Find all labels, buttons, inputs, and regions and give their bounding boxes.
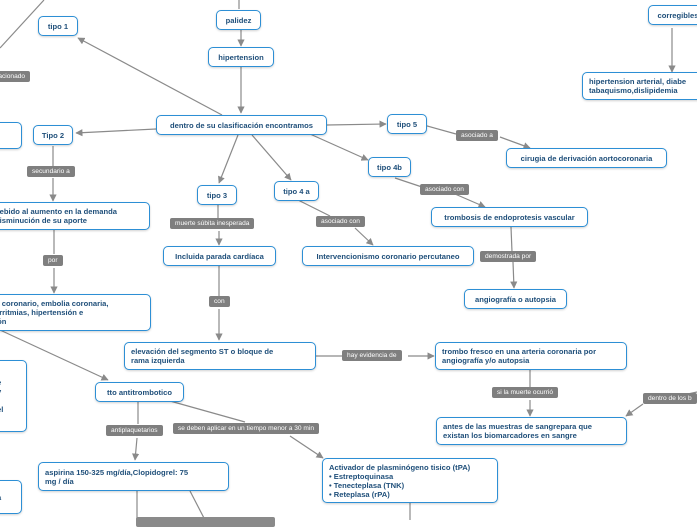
node-left-box-bottom[interactable]: a — [0, 480, 22, 514]
link-muerte-subita: muerte súbita inesperada — [170, 218, 255, 229]
node-tipo-5[interactable]: tipo 5 — [387, 114, 427, 134]
link-asociado-con-4b: asociado con — [420, 184, 469, 195]
link-secundario-a: secundario a — [27, 166, 75, 177]
node-palidez[interactable]: palidez — [216, 10, 261, 30]
connector-antiplaq-aspirina — [132, 437, 140, 461]
node-activador-plasminogeno[interactable]: Activador de plasminógeno tisico (tPA) •… — [322, 458, 498, 503]
connector-top-left — [0, 0, 45, 49]
node-aspirina[interactable]: aspirina 150-325 mg/día,Clopidogrel: 75 … — [38, 462, 229, 491]
link-con: con — [209, 296, 230, 307]
node-trombo-fresco[interactable]: trombo fresco en una arteria coronaria p… — [435, 342, 627, 370]
connector-aspirina-down2 — [189, 490, 206, 520]
connector-asociado-intervencionismo — [354, 227, 374, 246]
connector-left-tto — [0, 329, 109, 381]
node-central-clasificacion[interactable]: dentro de su clasificación encontramos — [156, 115, 327, 135]
node-left-box-top[interactable] — [0, 122, 22, 149]
node-left-box-mid[interactable]: e y el — [0, 360, 27, 432]
connector-central-tipo3 — [218, 134, 239, 184]
link-demostrada-por: demostrada por — [480, 251, 537, 262]
node-tipo-4b[interactable]: tipo 4b — [368, 157, 411, 177]
node-risk-factors[interactable]: hipertension arterial, diabe tabaquismo,… — [582, 72, 697, 100]
node-cirugia-derivacion[interactable]: cirugia de derivación aortocoronaria — [506, 148, 667, 168]
node-elevacion-st[interactable]: elevación del segmento ST o bloque de ra… — [124, 342, 316, 370]
node-bottom-partial[interactable] — [136, 517, 275, 527]
link-por: por — [43, 255, 63, 266]
node-hipertension[interactable]: hipertension — [208, 47, 274, 67]
connector-asociado-trombosis — [454, 193, 486, 208]
link-antiplaquetarios: antiplaquetarios — [106, 425, 163, 436]
link-asociado-a: asociado a — [456, 130, 498, 141]
node-angiografia-autopsia[interactable]: angiografía o autopsia — [464, 289, 567, 309]
node-tipo-2[interactable]: Tipo 2 — [33, 125, 73, 145]
link-si-la-muerte: si la muerte ocurrió — [492, 387, 559, 398]
connector-demostrada-angiografia — [510, 261, 518, 289]
link-relacionado: relacionado — [0, 71, 31, 82]
link-dentro-de-los: dentro de los b — [643, 393, 697, 404]
connector-central-tipo1 — [77, 37, 223, 116]
connector-dentro-muestras — [625, 403, 644, 417]
node-tipo-1[interactable]: tipo 1 — [38, 16, 78, 36]
node-tipo-3[interactable]: tipo 3 — [197, 185, 237, 205]
node-corregibles[interactable]: corregibles — [648, 5, 697, 25]
connector-tipo4a-asociado — [297, 199, 331, 217]
connector-sedeben-activador — [289, 435, 324, 459]
connector-central-tipo4b — [309, 133, 369, 161]
node-tto-antitrombotico[interactable]: tto antitrombotico — [95, 382, 184, 402]
link-se-deben-aplicar: se deben aplicar en un tiempo menor a 30… — [173, 423, 319, 434]
node-trombosis-endoprotesis[interactable]: trombosis de endoprotesis vascular — [431, 207, 588, 227]
node-parada-cardiaca[interactable]: Incluida parada cardíaca — [163, 246, 276, 266]
connector-tto-sedeben — [169, 400, 246, 423]
link-hay-evidencia: hay evidencia de — [342, 350, 402, 361]
node-tipo-4a[interactable]: tipo 4 a — [274, 181, 319, 201]
node-aumento-demanda[interactable]: debido al aumento en la demanda disminuc… — [0, 202, 150, 230]
link-asociado-con-4a: asociado con — [316, 216, 365, 227]
connector-asociado-cirugia — [499, 136, 531, 150]
connector-central-tipo2 — [75, 128, 157, 137]
node-espasmo-coronario[interactable]: o coronario, embolia coronaria, arritmia… — [0, 294, 151, 331]
connector-central-tipo5 — [326, 120, 387, 128]
connector-central-tipo4a — [251, 134, 292, 181]
node-intervencionismo-coronario[interactable]: Intervencionismo coronario percutaneo — [302, 246, 474, 266]
connector-trombosis-demostrada — [510, 226, 513, 253]
node-muestras-sangre[interactable]: antes de las muestras de sangrepara que … — [436, 417, 627, 445]
